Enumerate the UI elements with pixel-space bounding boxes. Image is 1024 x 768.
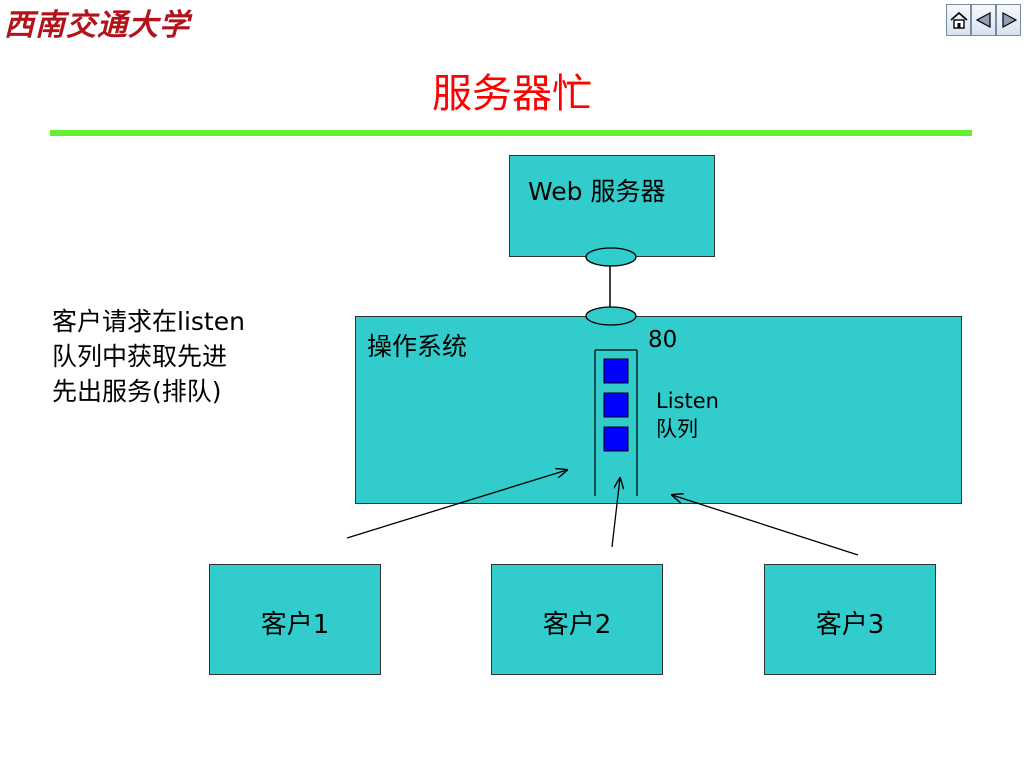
explanation-note-line1: 客户请求在listen (52, 307, 245, 336)
client-3-box (764, 564, 936, 675)
title-underline (50, 130, 972, 136)
socket-bottom-ellipse (585, 306, 637, 326)
client3-request-arrow (672, 495, 859, 556)
queue-slots (603, 358, 629, 452)
queue-slot (603, 426, 629, 452)
queue-slot (603, 392, 629, 418)
explanation-note-line3: 先出服务(排队) (52, 377, 222, 406)
client1-request-arrow (346, 470, 567, 539)
slide-title: 服务器忙 (432, 71, 592, 117)
port-number-label: 80 (648, 327, 678, 353)
client-2-box (491, 564, 663, 675)
socket-top-ellipse (585, 247, 637, 267)
university-logo: 西南交通大学 (4, 8, 190, 43)
listen-queue-label-line2: 队列 (656, 417, 698, 441)
explanation-note: 客户请求在listen 队列中获取先进 先出服务(排队) (52, 304, 245, 409)
slide-navigation (946, 4, 1024, 36)
listen-queue-label-line1: Listen (656, 389, 719, 413)
queue-slot (603, 358, 629, 384)
home-icon (949, 11, 968, 29)
operating-system-label: 操作系统 (367, 332, 468, 361)
client-3-label: 客户3 (815, 610, 885, 640)
client-1-label: 客户1 (260, 610, 330, 640)
client2-request-arrow (611, 478, 620, 548)
previous-slide-button[interactable] (971, 4, 996, 36)
web-server-label: Web 服务器 (528, 177, 666, 206)
explanation-note-line2: 队列中获取先进 (52, 342, 228, 371)
operating-system-box (355, 316, 962, 504)
home-button[interactable] (946, 4, 971, 36)
listen-queue-label: Listen 队列 (656, 387, 719, 443)
client-2-label: 客户2 (542, 610, 612, 640)
client-1-box (209, 564, 381, 675)
triangle-right-icon (1001, 11, 1017, 29)
next-slide-button[interactable] (996, 4, 1021, 36)
triangle-left-icon (975, 11, 991, 29)
